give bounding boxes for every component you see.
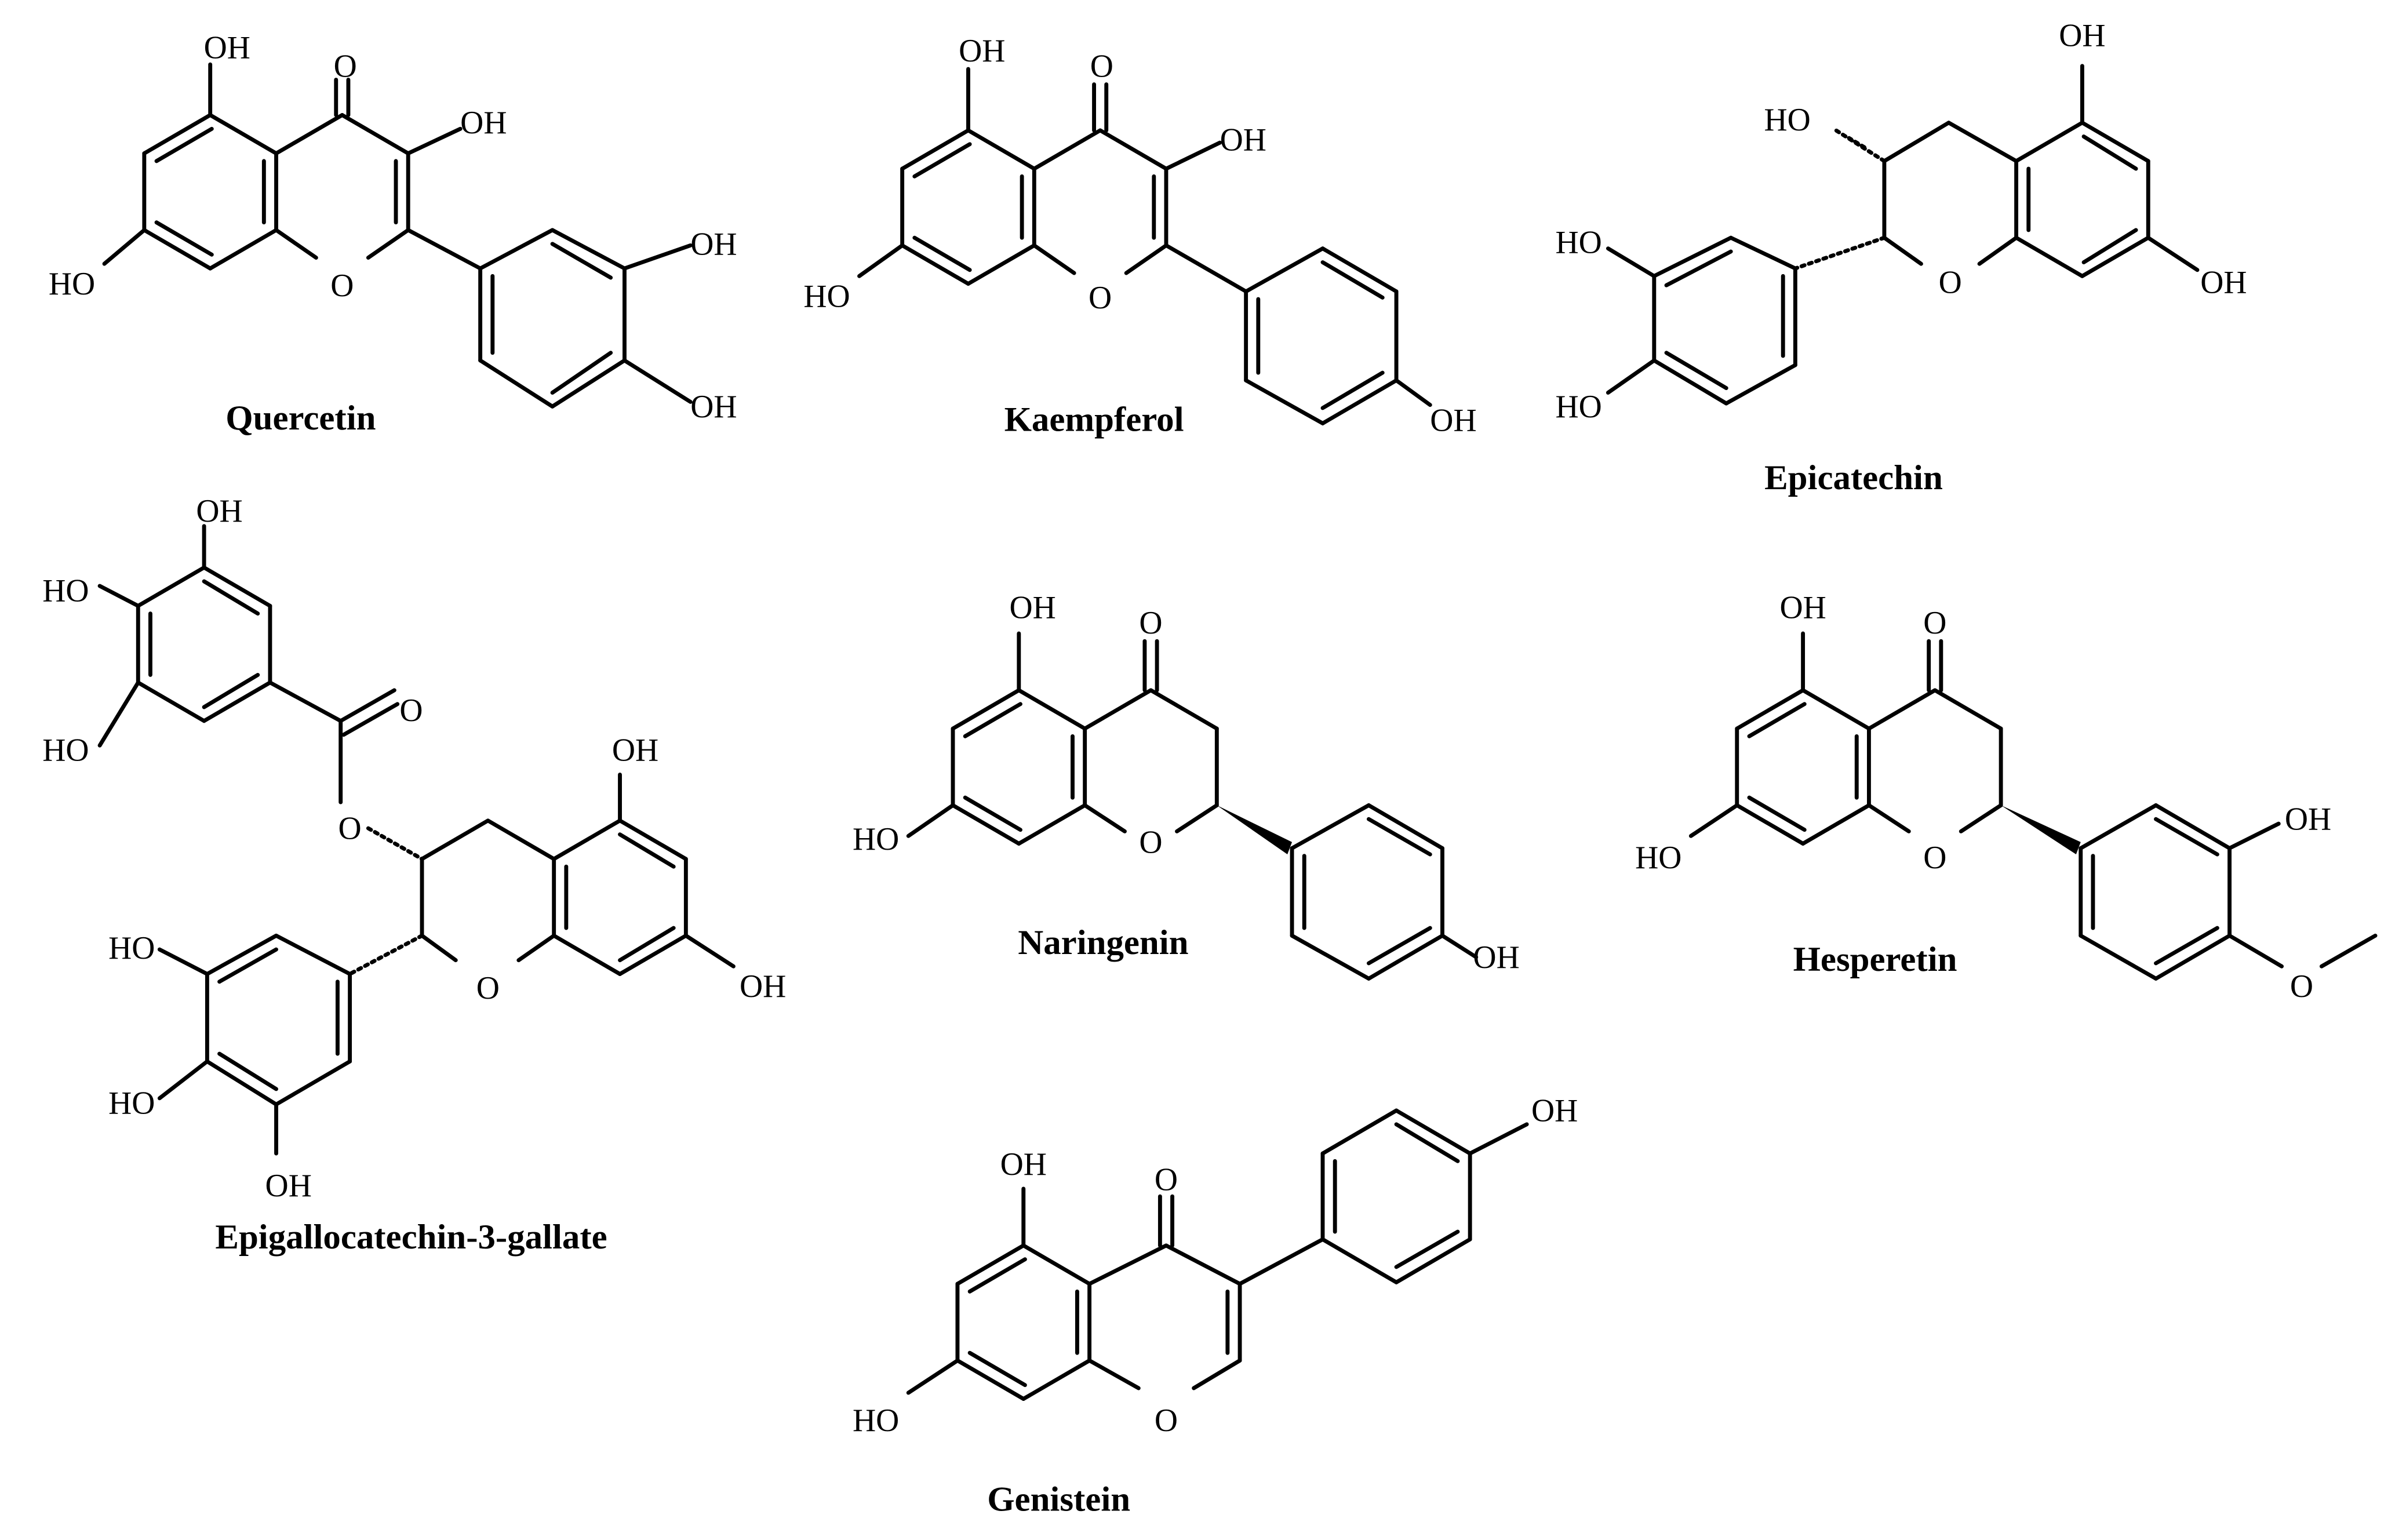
quercetin-label: O xyxy=(330,268,354,304)
epicatechin-label: HO xyxy=(1764,102,1811,138)
hesperetin-label: HO xyxy=(1635,840,1681,876)
hesperetin-wedge-bond xyxy=(2001,805,2081,855)
molecule-name-naringenin: Naringenin xyxy=(1018,923,1188,962)
quercetin-skeleton xyxy=(102,62,693,409)
epicatechin-label: HO xyxy=(1556,389,1602,425)
epicatechin-skeleton xyxy=(1606,64,2200,406)
epicatechin-label: O xyxy=(1939,264,1962,300)
kaempferol-label: OH xyxy=(1220,122,1266,158)
molecule-name-genistein: Genistein xyxy=(987,1480,1130,1519)
egcg-label: OH xyxy=(196,493,242,529)
egcg-skeleton xyxy=(97,524,736,1156)
hesperetin-label: OH xyxy=(2285,802,2331,838)
kaempferol-skeleton xyxy=(857,67,1432,425)
epicatechin-label: HO xyxy=(1556,225,1602,261)
naringenin-label: O xyxy=(1139,605,1162,641)
molecule-quercetin: OH O OH OH HO O OH Quercetin xyxy=(49,30,737,438)
molecule-epicatechin: OH HO HO HO O OH Epicatechin xyxy=(1556,17,2247,497)
molecule-naringenin: OH O HO O OH Naringenin xyxy=(853,590,1520,981)
genistein-label: HO xyxy=(853,1403,899,1439)
genistein-label: OH xyxy=(1531,1093,1578,1129)
kaempferol-label: O xyxy=(1089,280,1112,316)
genistein-label: O xyxy=(1155,1162,1178,1198)
hesperetin-skeleton xyxy=(1688,631,2378,981)
genistein-label: OH xyxy=(1000,1146,1047,1182)
molecule-hesperetin: OH O HO O OH O Hesperetin xyxy=(1635,590,2378,1004)
molecule-name-quercetin: Quercetin xyxy=(225,399,376,438)
molecule-genistein: OH OH O HO O Genistein xyxy=(853,1093,1578,1519)
epicatechin-label: OH xyxy=(2059,17,2105,53)
molecule-name-epicatechin: Epicatechin xyxy=(1764,458,1943,497)
naringenin-label: O xyxy=(1139,824,1162,860)
kaempferol-label: HO xyxy=(803,278,850,314)
molecule-name-kaempferol: Kaempferol xyxy=(1004,401,1184,439)
egcg-label: HO xyxy=(108,1085,155,1121)
egcg-label: HO xyxy=(42,733,89,769)
quercetin-label: OH xyxy=(460,105,507,141)
molecule-kaempferol: OH O OH HO O OH Kaempferol xyxy=(803,33,1476,439)
kaempferol-label: OH xyxy=(1430,403,1476,439)
egcg-label: O xyxy=(476,970,500,1006)
hesperetin-label: O xyxy=(1923,840,1946,876)
naringenin-label: HO xyxy=(853,821,899,857)
quercetin-label: OH xyxy=(690,389,737,425)
naringenin-wedge-bond xyxy=(1217,805,1293,855)
quercetin-label: HO xyxy=(49,266,95,302)
egcg-label: HO xyxy=(108,930,155,966)
molecule-name-hesperetin: Hesperetin xyxy=(1793,940,1957,979)
kaempferol-label: OH xyxy=(959,33,1005,69)
hesperetin-label: O xyxy=(1923,605,1946,641)
egcg-label: OH xyxy=(612,733,658,769)
egcg-label: O xyxy=(338,811,362,847)
naringenin-label: OH xyxy=(1473,940,1519,975)
epicatechin-label: OH xyxy=(2200,264,2247,300)
hesperetin-label: O xyxy=(2290,969,2313,1004)
genistein-skeleton xyxy=(906,1108,1529,1401)
egcg-label: OH xyxy=(265,1168,312,1204)
egcg-label: HO xyxy=(42,573,89,609)
egcg-label: OH xyxy=(740,969,786,1004)
kaempferol-label: O xyxy=(1090,48,1113,84)
quercetin-label: OH xyxy=(204,30,250,66)
naringenin-label: OH xyxy=(1010,590,1056,626)
molecule-epigallocatechin-3-gallate: OH HO HO O O OH HO O OH HO OH Epigalloca… xyxy=(42,493,786,1257)
naringenin-skeleton xyxy=(906,631,1479,981)
egcg-label: O xyxy=(399,693,423,729)
quercetin-label: OH xyxy=(690,226,737,262)
molecule-name-epigallocatechin-3-gallate: Epigallocatechin-3-gallate xyxy=(215,1218,607,1257)
hesperetin-label: OH xyxy=(1779,590,1826,626)
genistein-label: O xyxy=(1155,1403,1178,1439)
quercetin-label: O xyxy=(334,48,357,84)
